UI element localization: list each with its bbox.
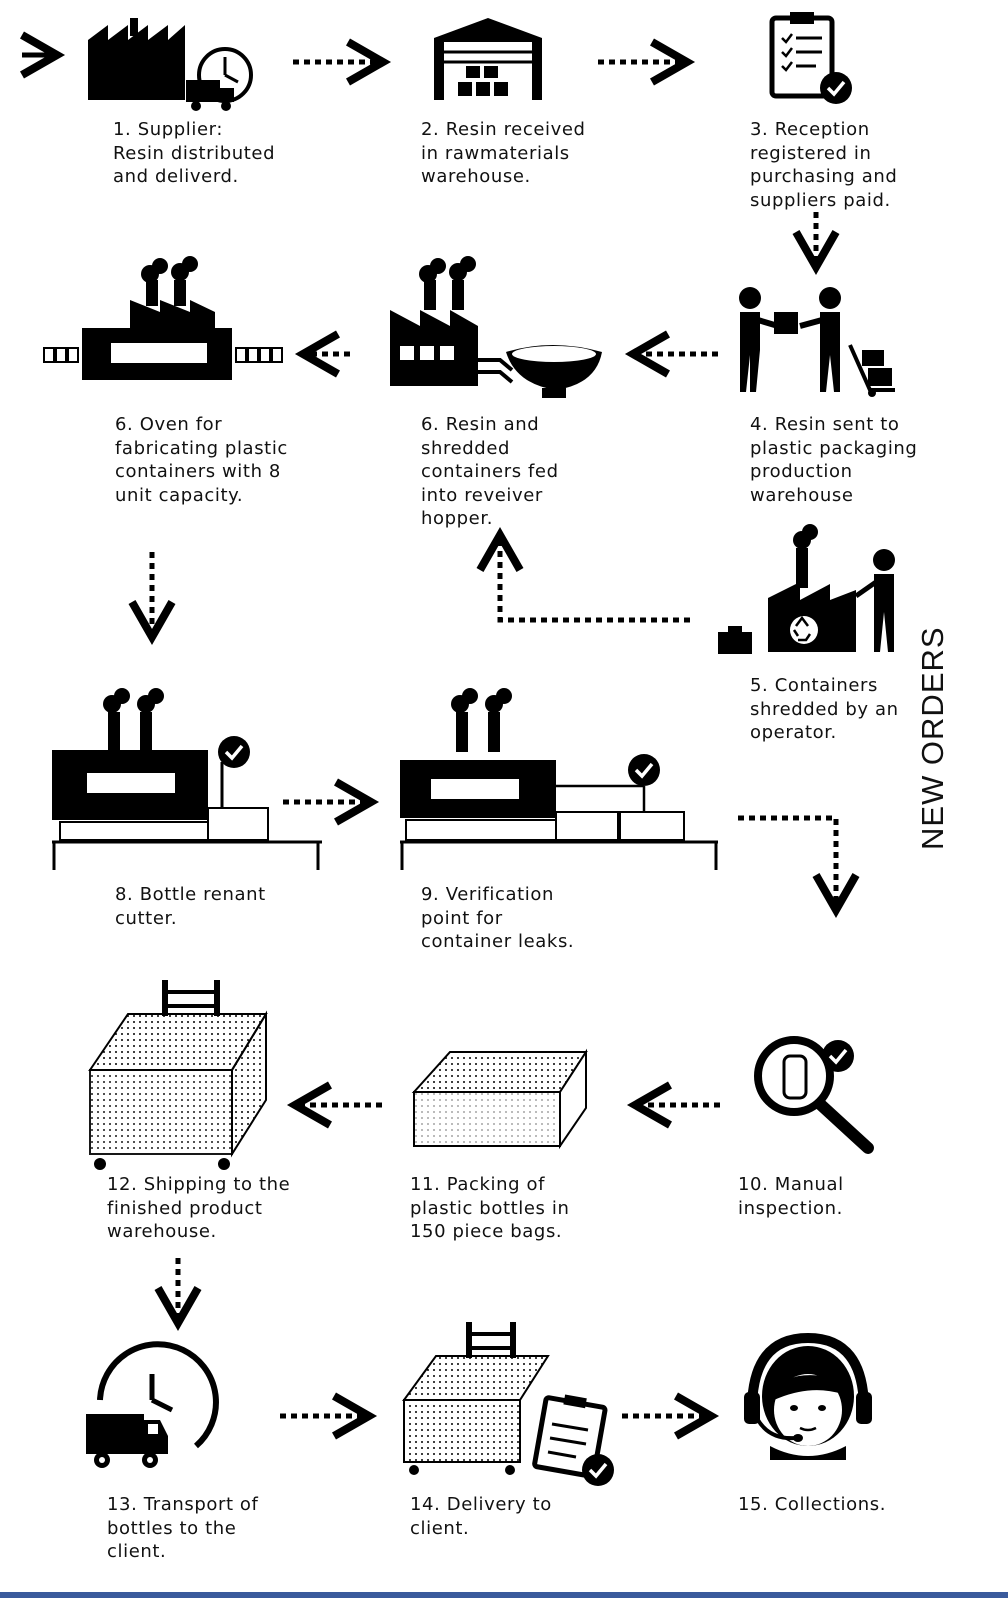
step-6a-label: 6. Oven for fabricating plastic containe… bbox=[115, 414, 288, 506]
step-9-label: 9. Verification point for container leak… bbox=[421, 884, 575, 952]
arrow-9-10 bbox=[738, 815, 860, 919]
clipboard-check-icon bbox=[769, 12, 852, 104]
step-6b-label: 6. Resin and shredded containers fed int… bbox=[421, 414, 559, 529]
step-11-label: 11. Packing of plastic bottles in 150 pi… bbox=[410, 1174, 570, 1242]
recycle-operator-icon bbox=[718, 524, 895, 654]
magnifier-check-icon bbox=[754, 1036, 874, 1154]
workers-handoff-icon bbox=[739, 287, 895, 397]
step-10-label: 10. Manual inspection. bbox=[738, 1174, 844, 1219]
factory-hopper-icon bbox=[390, 256, 602, 398]
warehouse-icon bbox=[434, 18, 542, 100]
step-5-label: 5. Containers shredded by an operator. bbox=[750, 675, 899, 743]
new-orders-label: NEW ORDERS bbox=[915, 626, 950, 850]
step-15-label: 15. Collections. bbox=[738, 1494, 887, 1515]
headset-agent-icon bbox=[744, 1332, 872, 1460]
step-2-label: 2. Resin received in rawmaterials wareho… bbox=[421, 119, 586, 187]
factory-truck-icon bbox=[88, 18, 253, 111]
delivery-clock-icon bbox=[86, 1341, 219, 1468]
step-3-label: 3. Reception registered in purchasing an… bbox=[750, 119, 898, 211]
step-8-label: 8. Bottle renant cutter. bbox=[115, 884, 266, 929]
step-12-label: 12. Shipping to the finished product war… bbox=[107, 1174, 291, 1242]
bottle-cutter-icon bbox=[52, 688, 322, 870]
leak-check-icon bbox=[400, 688, 718, 870]
delivery-clipboard-icon bbox=[402, 1322, 614, 1486]
oven-factory-icon bbox=[43, 256, 283, 380]
step-4-label: 4. Resin sent to plastic packaging produ… bbox=[750, 414, 918, 506]
pallet-cart-icon bbox=[88, 980, 268, 1170]
bottle-pack-icon bbox=[411, 1048, 588, 1150]
step-13-label: 13. Transport of bottles to the client. bbox=[107, 1494, 259, 1562]
bottom-bar bbox=[0, 1592, 1008, 1598]
arrow-5-6b bbox=[476, 526, 690, 623]
step-1-label: 1. Supplier: Resin distributed and deliv… bbox=[113, 119, 276, 187]
step-14-label: 14. Delivery to client. bbox=[410, 1494, 552, 1539]
